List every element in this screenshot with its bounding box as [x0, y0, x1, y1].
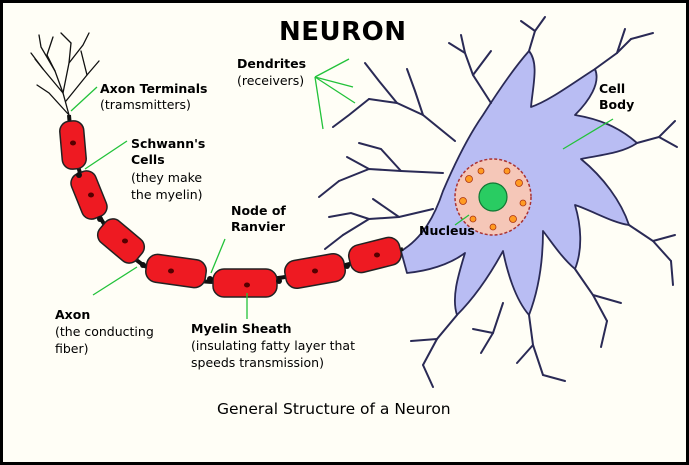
nucleus-label: Nucleus — [419, 223, 475, 238]
axon-desc-1: (the conducting — [55, 324, 154, 339]
myelin-desc-1: (insulating fatty layer that — [191, 338, 355, 353]
node-label-1: Node of — [231, 203, 286, 218]
schwann-desc-2: the myelin) — [131, 187, 203, 202]
schwann-desc-1: (they make — [131, 170, 202, 185]
axon-desc-2: fiber) — [55, 341, 89, 356]
myelin-label: Myelin Sheath — [191, 321, 292, 336]
cell-body-label-1: Cell — [599, 81, 625, 96]
cell-body-label-2: Body — [599, 97, 634, 112]
axon-terminals-graphic — [31, 33, 99, 115]
axon-label: Axon — [55, 307, 90, 322]
diagram-title: NEURON — [279, 17, 407, 47]
diagram-caption: General Structure of a Neuron — [217, 400, 451, 418]
schwann-label-1: Schwann's — [131, 136, 205, 151]
neuron-diagram — [3, 3, 689, 465]
schwann-label-2: Cells — [131, 152, 165, 167]
axon-terminals-desc: (tramsmitters) — [100, 97, 191, 112]
dendrites-desc: (receivers) — [237, 73, 304, 88]
axon-terminals-label: Axon Terminals — [100, 81, 207, 96]
node-label-2: Ranvier — [231, 219, 285, 234]
myelin-segment-5 — [213, 269, 277, 297]
dendrites-label: Dendrites — [237, 56, 306, 71]
myelin-segment-4 — [144, 253, 207, 289]
myelin-desc-2: speeds transmission) — [191, 355, 324, 370]
